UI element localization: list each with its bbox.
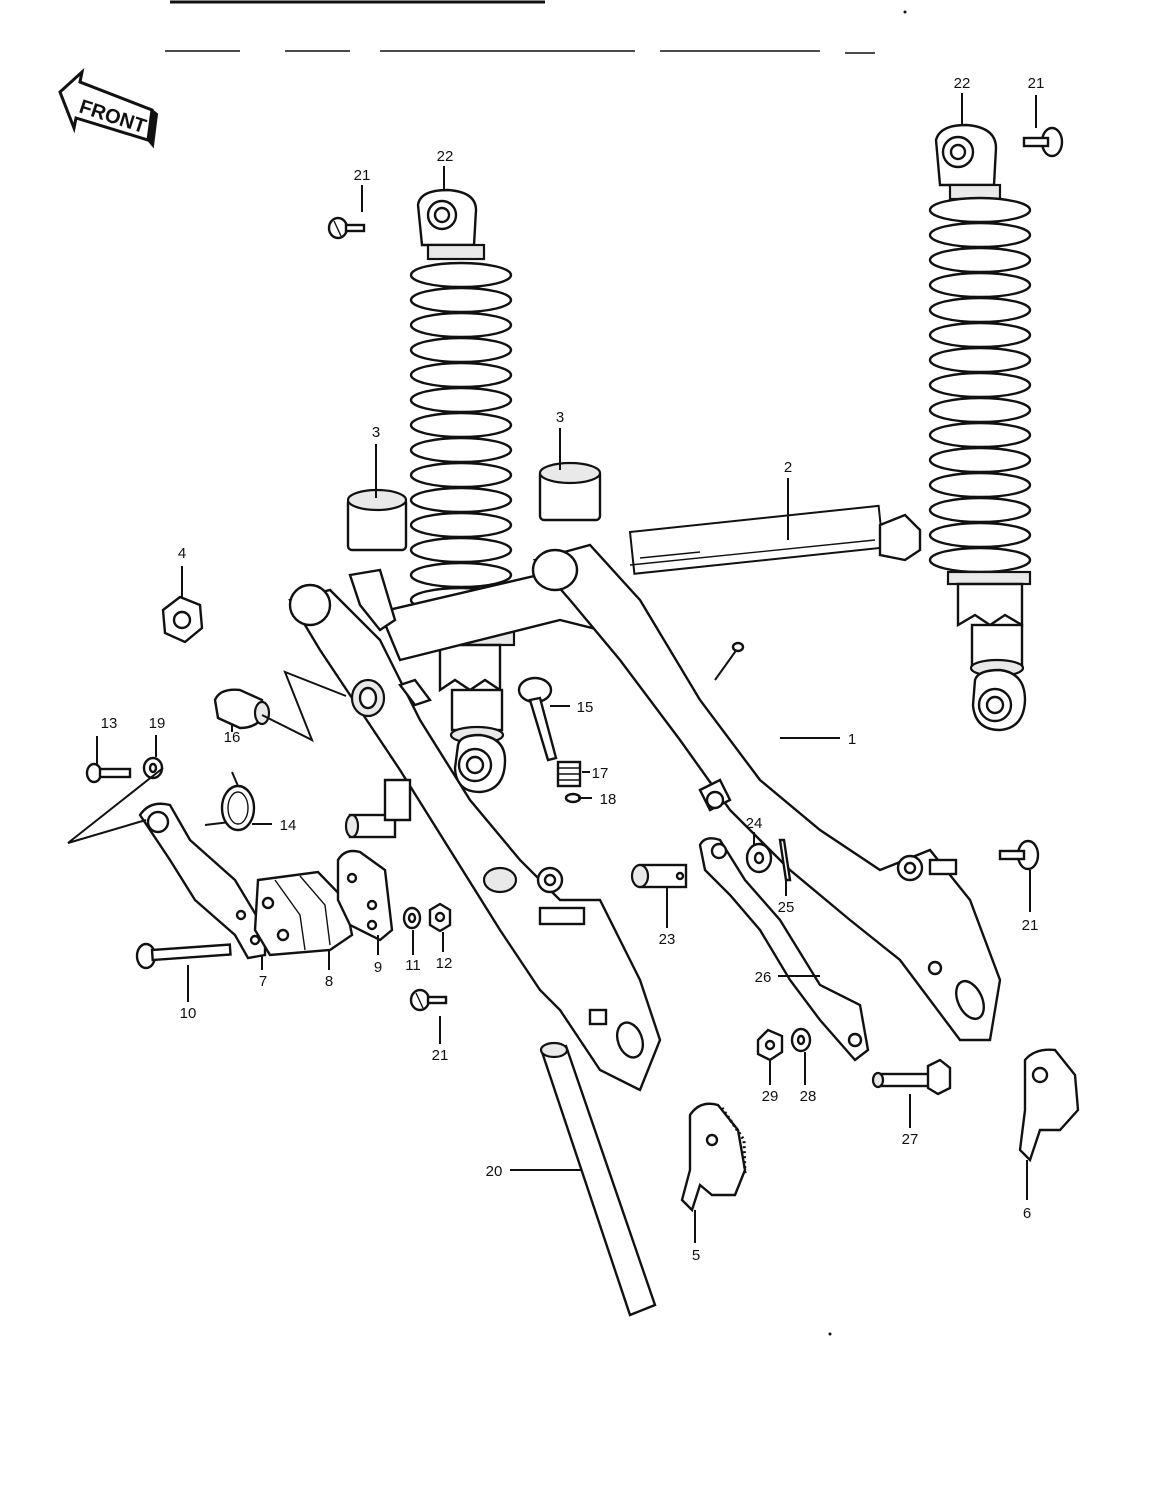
callout-6: 6 — [1023, 1205, 1031, 1222]
pivot-shaft-2 — [628, 504, 922, 575]
right-shock-absorber — [928, 123, 1032, 732]
callout-13: 13 — [101, 715, 118, 732]
callout-17: 17 — [592, 765, 609, 782]
bolt-21-top-right — [1022, 126, 1064, 158]
nut-12 — [428, 902, 452, 933]
callout-23: 23 — [659, 931, 676, 948]
lever-arm-7 — [138, 802, 267, 960]
callout-21-top-left: 21 — [354, 167, 371, 184]
callout-14: 14 — [280, 817, 297, 834]
nut-4 — [161, 595, 204, 644]
callout-2: 2 — [784, 459, 792, 476]
tube-20 — [539, 1041, 657, 1317]
washer-28 — [790, 1027, 812, 1053]
callout-3-left: 3 — [372, 424, 380, 441]
callout-26: 26 — [755, 969, 772, 986]
nut-29 — [756, 1028, 784, 1062]
callout-15: 15 — [577, 699, 594, 716]
sleeve-3-right — [538, 461, 602, 522]
callout-5: 5 — [692, 1247, 700, 1264]
callout-21-bottom: 21 — [432, 1047, 449, 1064]
plug-16 — [213, 688, 271, 730]
callout-18: 18 — [600, 791, 617, 808]
bolt-21-top-left — [327, 216, 366, 240]
bolt-27 — [871, 1058, 952, 1096]
bolt-15 — [517, 676, 558, 762]
plate-9 — [336, 849, 394, 942]
callout-11: 11 — [405, 957, 421, 974]
block-8 — [253, 870, 354, 957]
bolt-10 — [135, 942, 232, 970]
callout-28: 28 — [800, 1088, 817, 1105]
front-direction-arrow: FRONT — [58, 67, 159, 149]
cotter-pin-25 — [778, 838, 792, 882]
bolt-21-bottom — [409, 988, 448, 1012]
callout-21-right: 21 — [1022, 917, 1039, 934]
torque-link-26 — [698, 837, 870, 1062]
callout-29: 29 — [762, 1088, 779, 1105]
callout-7: 7 — [259, 973, 267, 990]
bolt-21-right — [998, 839, 1040, 871]
chain-adjuster-5 — [680, 1102, 747, 1213]
bolt-13 — [85, 762, 132, 784]
callout-1: 1 — [848, 731, 856, 748]
callout-16: 16 — [224, 729, 241, 746]
spring-14 — [204, 771, 256, 832]
spring-17 — [556, 760, 582, 788]
callout-27: 27 — [902, 1131, 919, 1148]
callout-24: 24 — [746, 815, 763, 832]
callout-22-right: 22 — [954, 75, 971, 92]
callout-8: 8 — [325, 973, 333, 990]
page-top-lines — [165, 0, 875, 54]
callout-9: 9 — [374, 959, 382, 976]
callout-19: 19 — [149, 715, 166, 732]
callout-20: 20 — [486, 1163, 503, 1180]
callout-3-right: 3 — [556, 409, 564, 426]
ring-18 — [564, 792, 582, 804]
callout-10: 10 — [180, 1005, 197, 1022]
callout-25: 25 — [778, 899, 795, 916]
washer-11 — [402, 906, 422, 930]
callout-22-left: 22 — [437, 148, 454, 165]
callout-labels: 22 21 22 21 3 3 2 4 1 15 17 18 13 19 16 … — [101, 75, 1045, 1264]
pin-23 — [630, 863, 688, 889]
left-shock-absorber — [409, 188, 516, 794]
leader-lines — [67, 93, 1037, 1243]
callout-4: 4 — [178, 545, 186, 562]
chain-adjuster-6 — [1018, 1048, 1080, 1163]
sleeve-3-left — [346, 488, 408, 552]
callout-21-top-right: 21 — [1028, 75, 1045, 92]
swing-arm — [288, 543, 1002, 1092]
washer-24 — [745, 842, 773, 874]
callout-12: 12 — [436, 955, 453, 972]
